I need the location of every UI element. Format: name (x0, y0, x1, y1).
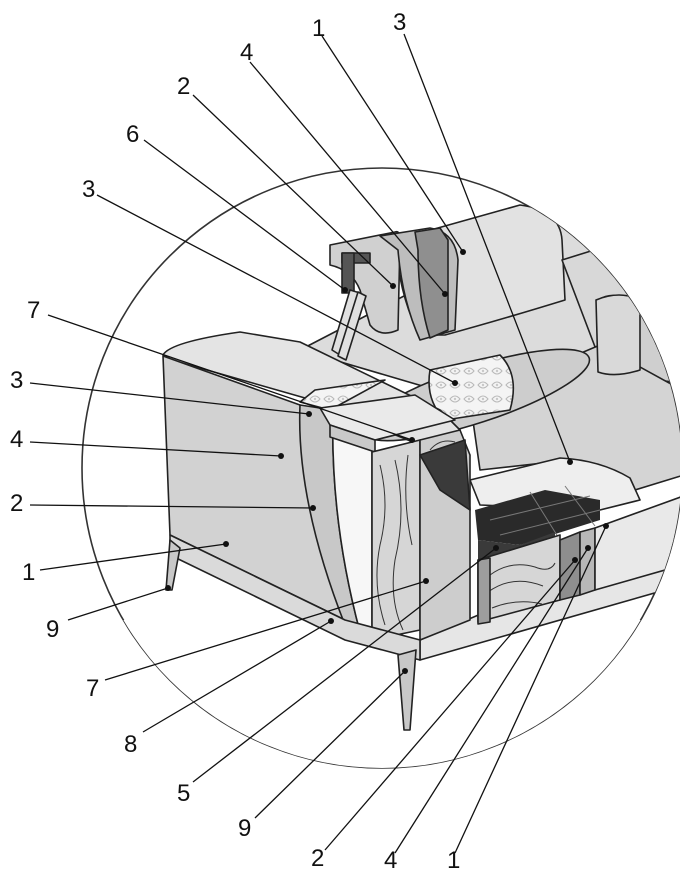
callout-left-1: 1 (22, 559, 35, 586)
callout-bottom-7: 7 (86, 675, 99, 702)
leader-dots (165, 249, 609, 674)
callout-top-1: 1 (312, 15, 325, 42)
callout-top-6: 6 (126, 121, 139, 148)
headrest-bracket (329, 227, 459, 361)
callout-bottom-9: 9 (238, 815, 251, 842)
callout-bottom-1: 1 (447, 847, 460, 870)
callout-labels: 1 3 4 2 6 3 7 3 4 2 1 9 7 8 5 9 2 4 1 (10, 9, 460, 870)
callout-top-3: 3 (393, 9, 406, 36)
callout-left-3a: 3 (82, 176, 95, 203)
callout-left-9: 9 (46, 616, 59, 643)
armrest (162, 331, 471, 731)
callout-top-4: 4 (240, 39, 253, 66)
callout-left-3b: 3 (10, 367, 23, 394)
callout-bottom-4: 4 (384, 847, 397, 870)
leader-lines (29, 33, 607, 854)
callout-left-2: 2 (10, 490, 23, 517)
callout-bottom-5: 5 (177, 780, 190, 807)
callout-left-4: 4 (10, 426, 23, 453)
callout-top-2: 2 (177, 73, 190, 100)
callout-bottom-2: 2 (311, 845, 324, 870)
callout-bottom-8: 8 (124, 731, 137, 758)
callout-left-7: 7 (27, 297, 40, 324)
